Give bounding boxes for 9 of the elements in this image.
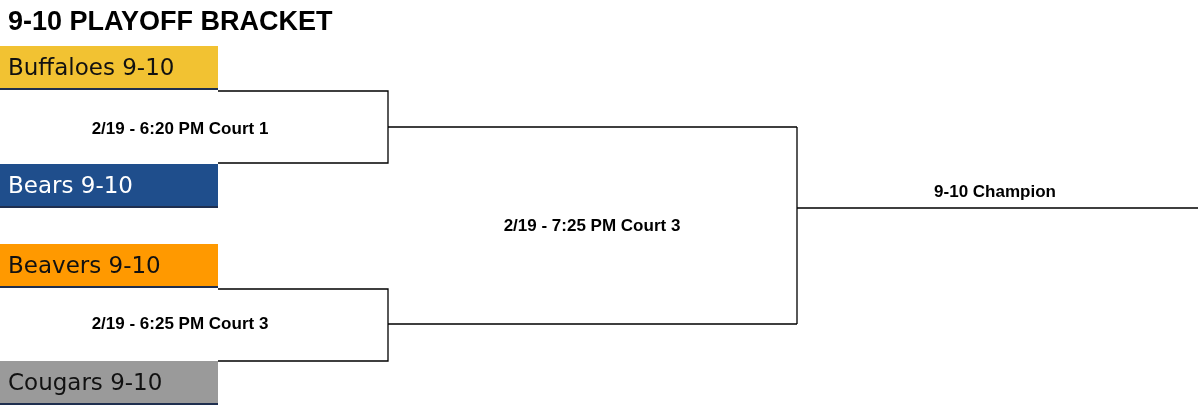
game-label: 2/19 - 7:25 PM Court 3: [503, 216, 681, 236]
bracket-title: 9-10 PLAYOFF BRACKET: [8, 6, 333, 37]
game-label: 2/19 - 6:25 PM Court 3: [91, 314, 269, 334]
team-box: Cougars 9-10: [0, 361, 218, 405]
team-box: Buffaloes 9-10: [0, 46, 218, 90]
team-box: Bears 9-10: [0, 164, 218, 208]
team-box: Beavers 9-10: [0, 244, 218, 288]
game-label: 2/19 - 6:20 PM Court 1: [91, 119, 269, 139]
champion-label: 9-10 Champion: [934, 182, 1056, 202]
